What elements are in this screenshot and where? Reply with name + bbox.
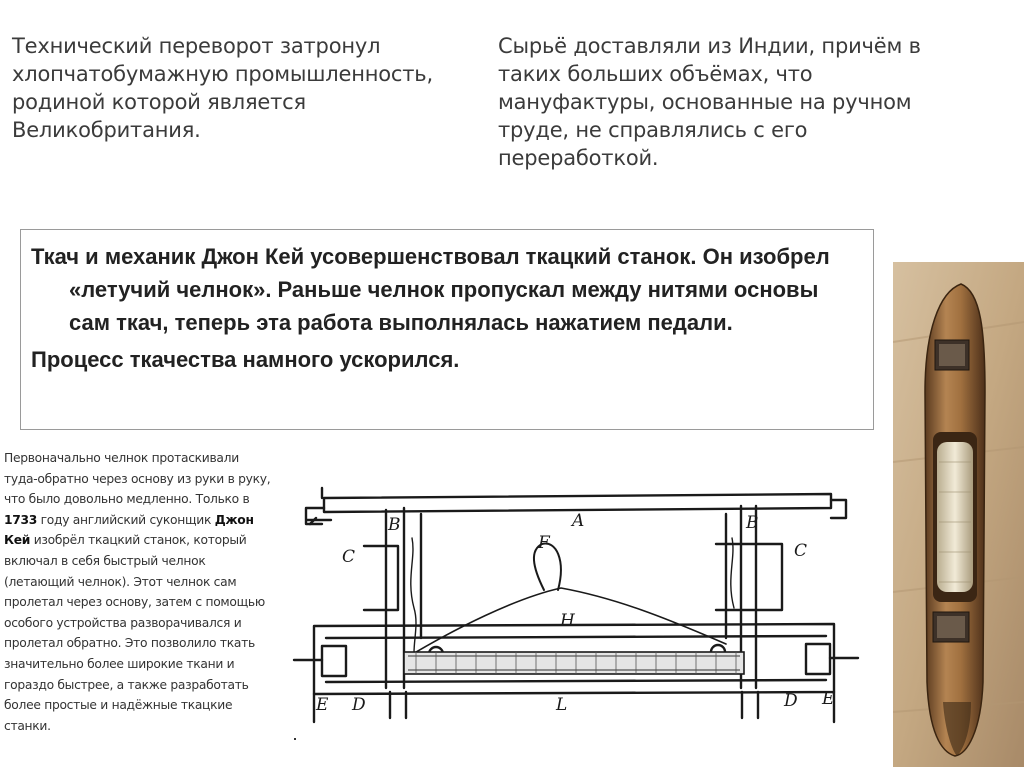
box-paragraph-1: Ткач и механик Джон Кей усовершенствовал… [31,244,830,335]
label-f: F [537,533,551,553]
label-c-right: C [794,541,807,561]
dot [294,738,296,740]
right-paragraph: Сырьё доставляли из Индии, причём в таки… [498,34,921,170]
label-h: H [559,611,576,631]
label-b-left: B [387,515,401,535]
label-d-left: D [351,695,366,715]
label-d-right: D [783,691,798,711]
label-l: L [555,695,567,715]
label-e-left: E [315,695,329,715]
label-a: A [570,511,584,531]
box-paragraph-2: Процесс ткачества намного ускорился. [31,347,460,372]
label-e-right: E [821,689,835,709]
caption-text: Первоначально челнок протаскивали туда-о… [4,448,272,736]
label-c-left: C [342,547,355,567]
label-b-right: B [745,513,759,533]
caption-part-2: году английский суконщик [37,512,215,527]
loom-diagram: A B B C C F H D D E E L [292,486,860,724]
caption-year: 1733 [4,512,38,527]
highlight-box: Ткач и механик Джон Кей усовершенствовал… [20,229,874,430]
left-post [384,506,406,690]
caption-part-3: изобрёл ткацкий станок, который включал … [4,533,265,733]
cloth-band [403,651,745,675]
shuttle-photo [893,262,1024,767]
caption-name: Джон Кей [4,512,254,548]
caption-part-1: Первоначально челнок протаскивали туда-о… [4,451,271,507]
left-paragraph: Технический переворот затронул хлопчатоб… [12,34,433,142]
